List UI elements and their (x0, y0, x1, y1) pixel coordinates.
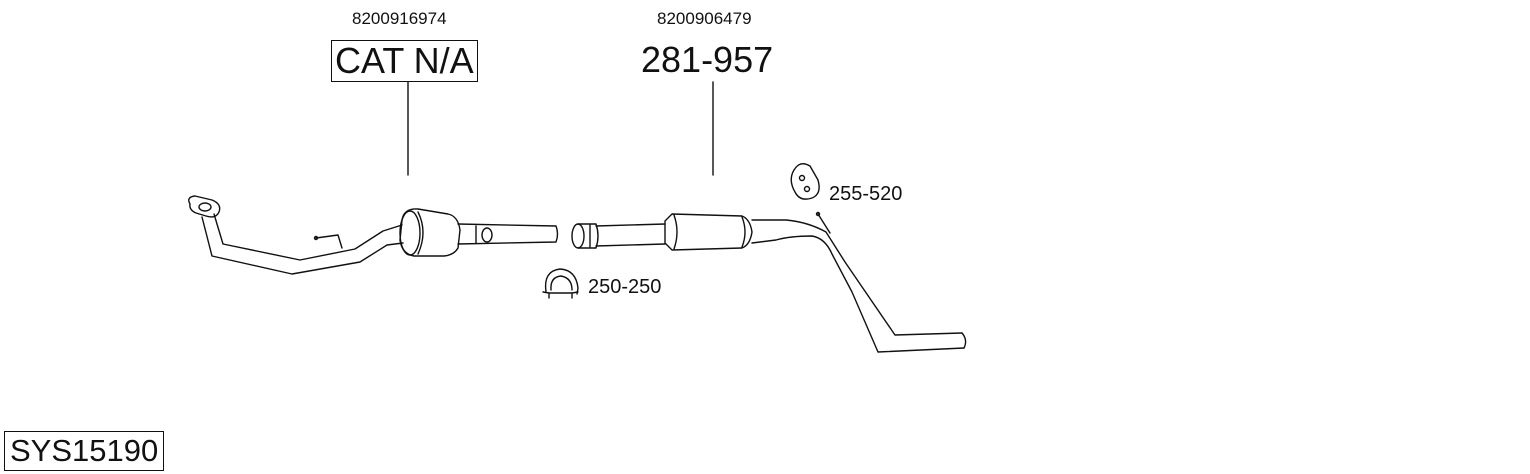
flange (188, 195, 221, 218)
rubber-hanger-icon (790, 163, 820, 200)
rear-pipe-silencer (571, 211, 967, 353)
catalyst-outlet-pipe (457, 223, 559, 245)
tail-pipe-end (961, 332, 967, 349)
catalyst-inlet (399, 210, 421, 256)
front-pipe-lower (201, 216, 404, 275)
system-code: SYS15190 (4, 431, 165, 471)
tail-pipe-upper (751, 219, 963, 336)
tail-pipe-lower (751, 235, 965, 353)
silencer-body (664, 213, 753, 251)
front-pipe-upper (213, 213, 403, 261)
part-label-hanger[interactable]: 255-520 (829, 183, 903, 205)
part-label-clamp[interactable]: 250-250 (588, 276, 662, 298)
catalyst-body (399, 208, 461, 257)
part-label-silencer[interactable]: 281-957 (641, 39, 774, 80)
sensor-stub (315, 234, 343, 249)
front-pipe-catalyst (188, 195, 559, 275)
oem-number-cat: 8200916974 (352, 9, 447, 28)
pipe-sleeve (481, 227, 493, 243)
rear-pipe-inlet (571, 223, 585, 249)
flange-hole (198, 202, 212, 212)
rear-pipe-segment (595, 223, 666, 247)
pipe-clamp-icon (542, 268, 579, 299)
oem-number-silencer: 8200906479 (657, 9, 752, 28)
part-label-cat[interactable]: CAT N/A (331, 40, 478, 82)
